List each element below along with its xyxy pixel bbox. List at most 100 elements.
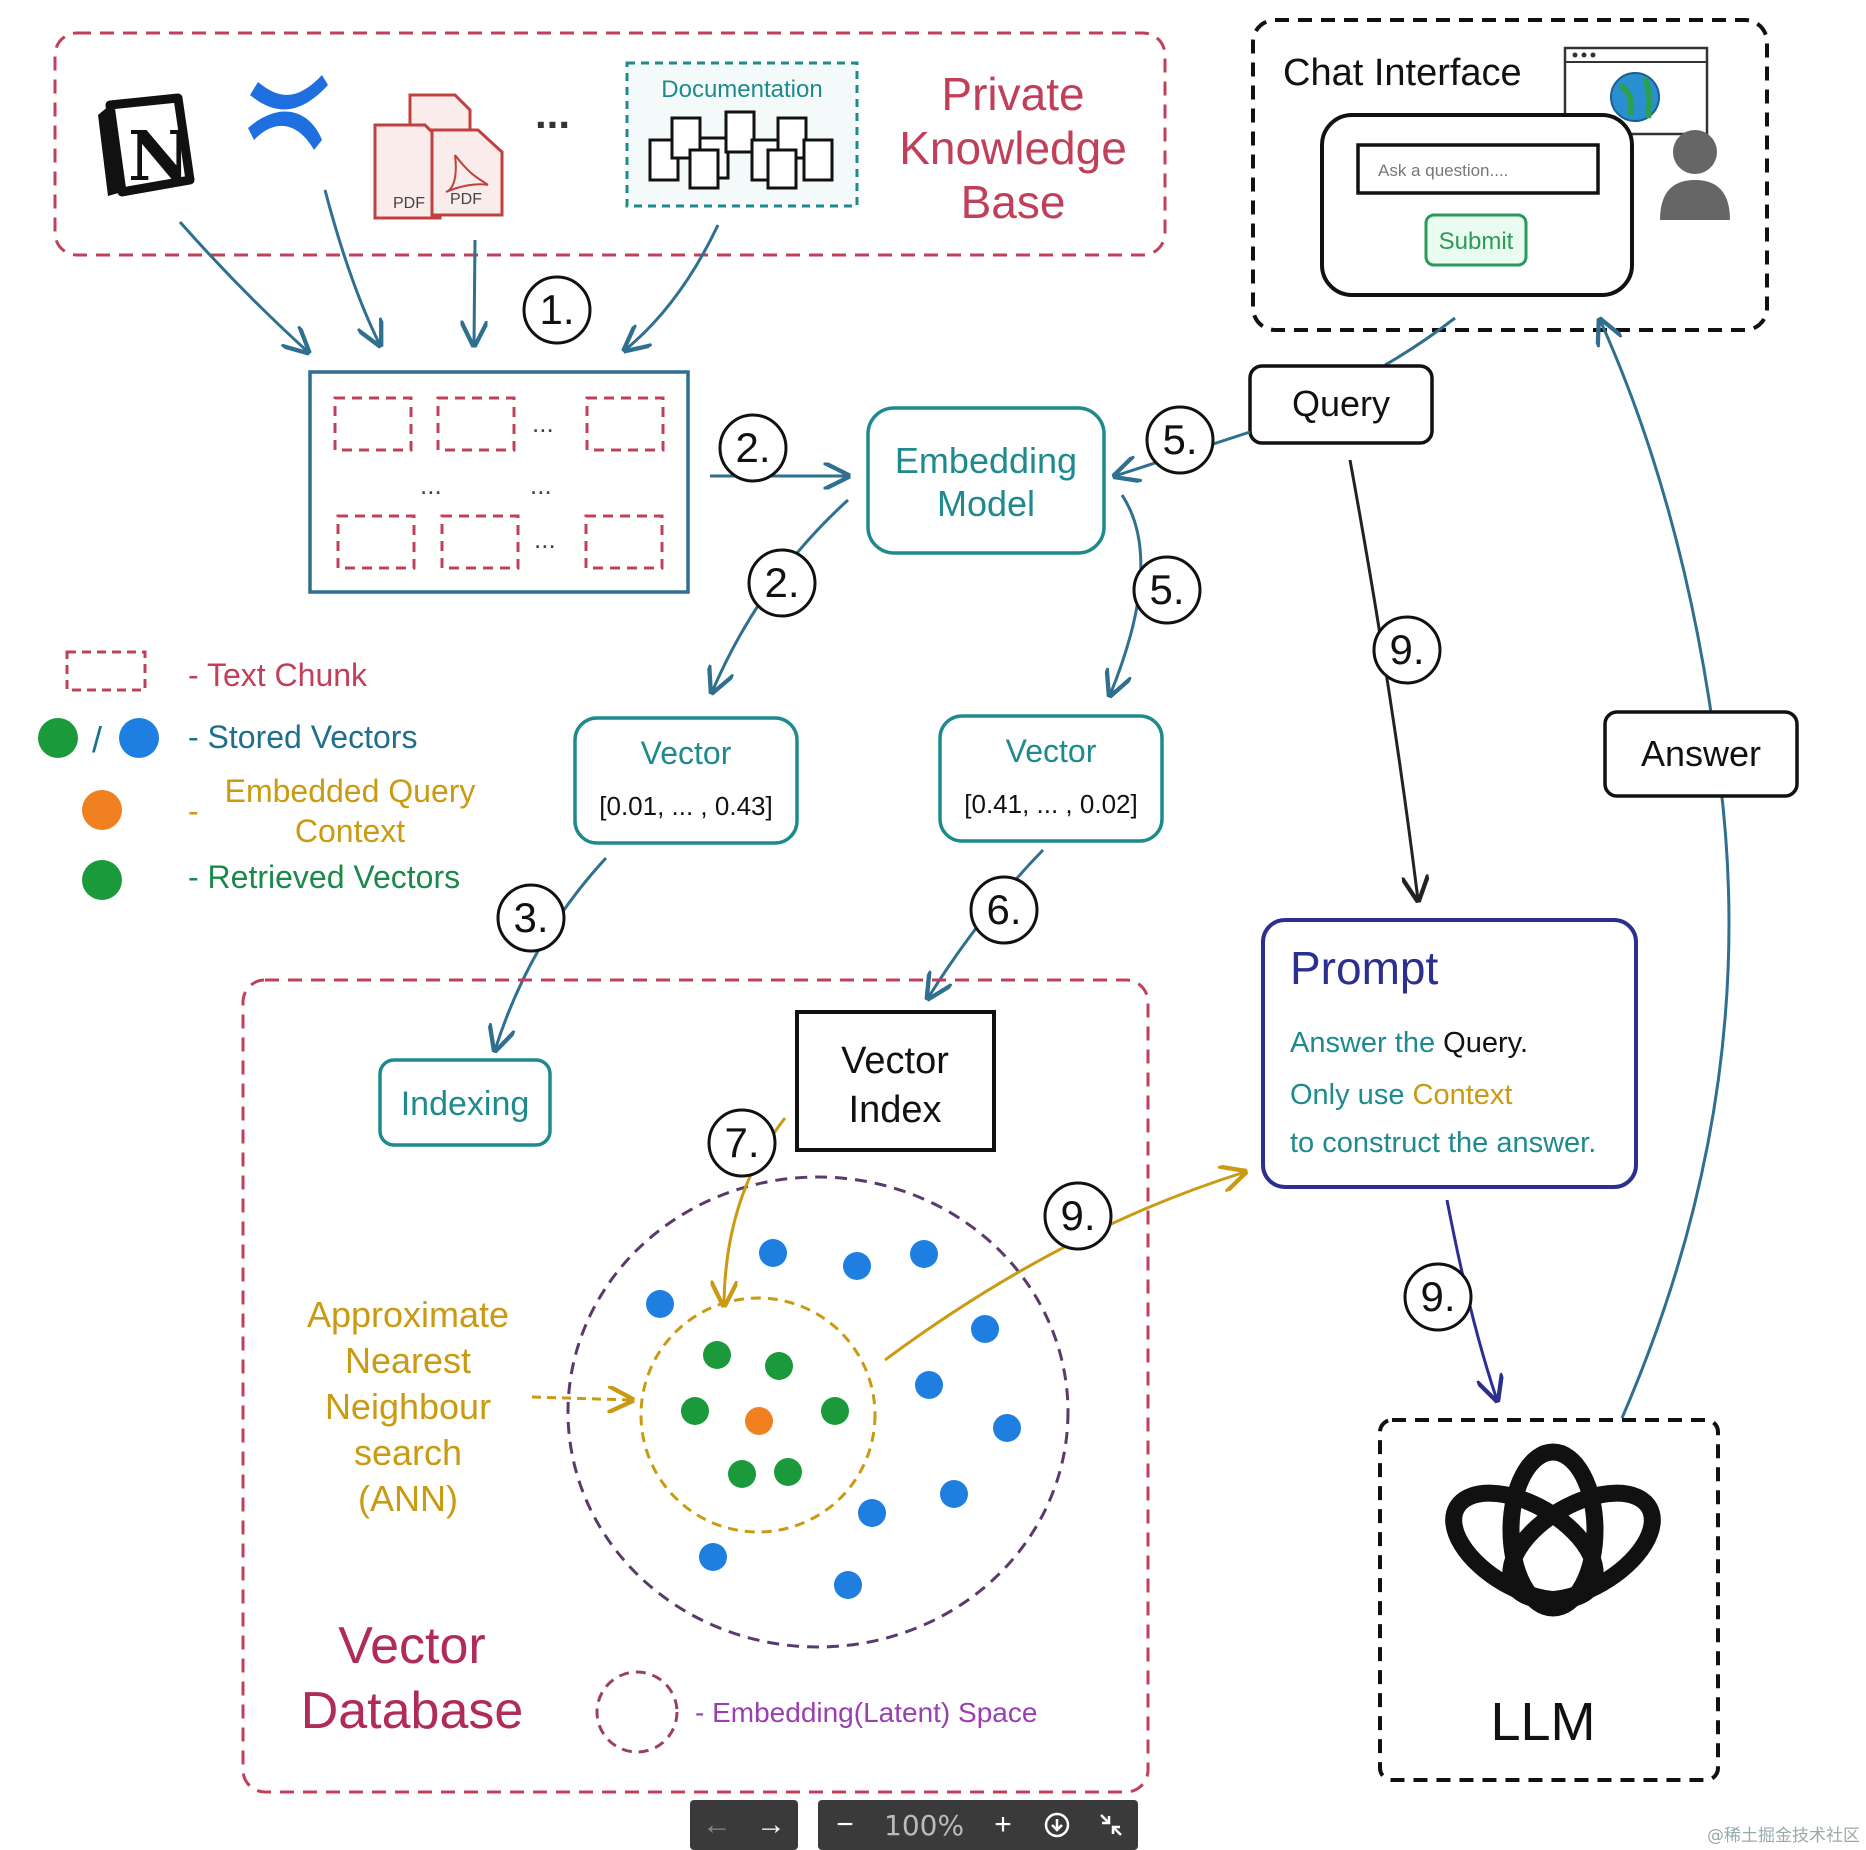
arrow-llm-to-chat bbox=[1600, 320, 1731, 1419]
llm-label: LLM bbox=[1490, 1692, 1595, 1752]
vector-index-label-2: Index bbox=[849, 1089, 942, 1131]
knowledge-base-title-3: Base bbox=[961, 176, 1066, 228]
back-arrow-icon[interactable]: ← bbox=[702, 1808, 732, 1841]
svg-text:3.: 3. bbox=[513, 894, 548, 941]
svg-text:2.: 2. bbox=[764, 559, 799, 606]
collapse-icon[interactable] bbox=[1084, 1800, 1138, 1850]
retrieved-vectors bbox=[681, 1341, 849, 1488]
prompt-line-3: to construct the answer. bbox=[1290, 1127, 1596, 1159]
ann-label-2: Nearest bbox=[345, 1340, 471, 1381]
watermark: @稀土掘金技术社区 bbox=[1707, 1826, 1860, 1846]
download-icon[interactable] bbox=[1030, 1800, 1084, 1850]
stored-vectors bbox=[646, 1239, 1021, 1599]
step-5-badge-top: 5. bbox=[1145, 405, 1215, 475]
knowledge-base-title-1: Private bbox=[941, 68, 1084, 120]
sources-ellipsis: ... bbox=[535, 90, 570, 137]
notion-icon: N bbox=[98, 93, 195, 197]
arrow-notion-to-chunks bbox=[178, 221, 308, 352]
prompt-box bbox=[1261, 918, 1638, 1189]
legend-slash: / bbox=[92, 719, 102, 760]
indexing-label: Indexing bbox=[401, 1085, 530, 1123]
forward-arrow-icon[interactable]: → bbox=[756, 1808, 786, 1841]
svg-text:5.: 5. bbox=[1162, 416, 1197, 463]
svg-text:9.: 9. bbox=[1060, 1192, 1095, 1239]
query-vector bbox=[745, 1407, 773, 1435]
step-1-badge: 1. bbox=[522, 275, 592, 345]
zoom-in-icon[interactable]: + bbox=[994, 1808, 1012, 1841]
svg-text:7.: 7. bbox=[724, 1119, 759, 1166]
ann-label-3: Neighbour bbox=[325, 1386, 491, 1427]
ann-label-1: Approximate bbox=[307, 1294, 509, 1335]
embedding-space bbox=[566, 1175, 1070, 1649]
confluence-icon bbox=[248, 75, 328, 150]
arrow-confluence-to-chunks bbox=[323, 189, 380, 345]
arrow-query-to-prompt bbox=[1348, 459, 1418, 900]
svg-text:5.: 5. bbox=[1149, 566, 1184, 613]
arrow-vector-to-indexing bbox=[495, 856, 608, 1050]
step-2-badge-bottom: 2. bbox=[747, 548, 817, 618]
legend-embedded-query-1: Embedded Query bbox=[225, 773, 476, 809]
knowledge-base-title-2: Knowledge bbox=[899, 122, 1127, 174]
step-9-badge-llm: 9. bbox=[1403, 1262, 1473, 1332]
zoom-group: − 100% + bbox=[818, 1800, 1139, 1850]
vector-left-title: Vector bbox=[641, 735, 732, 771]
text-chunks bbox=[333, 396, 665, 570]
submit-button[interactable] bbox=[1424, 213, 1528, 267]
vector-index-label-1: Vector bbox=[841, 1040, 949, 1082]
svg-text:PDF: PDF bbox=[393, 195, 425, 212]
navigation-group: ← → bbox=[690, 1800, 798, 1850]
question-input[interactable] bbox=[1356, 143, 1600, 195]
step-7-badge: 7. bbox=[707, 1108, 777, 1178]
arrow-prompt-to-llm bbox=[1445, 1199, 1497, 1400]
chunk-dots-2: ... bbox=[420, 470, 442, 500]
svg-text:6.: 6. bbox=[986, 886, 1021, 933]
embedding-model-label-1: Embedding bbox=[895, 440, 1077, 481]
vector-right-box bbox=[938, 714, 1164, 843]
submit-button-label: Submit bbox=[1439, 228, 1514, 255]
arrow-docs-to-chunks bbox=[625, 224, 720, 350]
vector-left-value: [0.01, ... , 0.43] bbox=[599, 791, 772, 821]
chat-interface-frame bbox=[1251, 18, 1769, 332]
chunk-dots-1: ... bbox=[532, 408, 554, 438]
step-3-badge: 3. bbox=[496, 883, 566, 953]
zoom-out-icon[interactable]: − bbox=[836, 1808, 854, 1841]
arrow-ann-to-neighbourhood bbox=[531, 1397, 632, 1400]
ann-label-5: (ANN) bbox=[358, 1478, 458, 1519]
prompt-line-1: Answer the Query. bbox=[1290, 1027, 1528, 1059]
latent-space-swatch bbox=[595, 1670, 679, 1754]
answer-label: Answer bbox=[1641, 733, 1761, 774]
step-6-badge: 6. bbox=[969, 875, 1039, 945]
embedding-model-box bbox=[866, 406, 1106, 555]
embedding-model-label-2: Model bbox=[937, 483, 1035, 524]
prompt-title: Prompt bbox=[1290, 942, 1438, 994]
legend-orange-dot bbox=[82, 790, 122, 830]
legend-green-dot bbox=[38, 718, 78, 758]
documentation-icon: Documentation bbox=[625, 61, 859, 208]
chat-interface-title: Chat Interface bbox=[1283, 52, 1522, 94]
legend-embedded-query-2: Context bbox=[295, 813, 405, 849]
vector-database-frame bbox=[241, 978, 1150, 1794]
question-input-placeholder: Ask a question.... bbox=[1378, 161, 1508, 180]
indexing-box bbox=[378, 1058, 552, 1147]
vector-left-box bbox=[573, 716, 799, 845]
legend-text-chunk: - Text Chunk bbox=[188, 657, 368, 693]
svg-text:1.: 1. bbox=[539, 286, 574, 333]
arrow-context-to-prompt bbox=[884, 1172, 1245, 1362]
step-2-badge-top: 2. bbox=[718, 413, 788, 483]
svg-text:PDF: PDF bbox=[450, 191, 482, 208]
vector-right-value: [0.41, ... , 0.02] bbox=[964, 789, 1137, 819]
openai-logo-icon bbox=[1445, 1443, 1661, 1617]
latent-space-label: - Embedding(Latent) Space bbox=[695, 1697, 1037, 1728]
prompt-line-2: Only use Context bbox=[1290, 1079, 1512, 1111]
vector-database-title-2: Database bbox=[301, 1682, 524, 1740]
user-avatar-icon bbox=[1660, 130, 1730, 220]
legend-retrieved-vectors: - Retrieved Vectors bbox=[188, 859, 460, 895]
knowledge-base-frame bbox=[53, 31, 1167, 257]
legend-stored-vectors: - Stored Vectors bbox=[188, 719, 417, 755]
legend-blue-dot bbox=[119, 718, 159, 758]
query-box bbox=[1248, 364, 1434, 445]
chat-widget bbox=[1320, 113, 1634, 297]
query-label: Query bbox=[1292, 383, 1390, 424]
viewer-toolbar: ← → − 100% + bbox=[690, 1800, 1139, 1850]
